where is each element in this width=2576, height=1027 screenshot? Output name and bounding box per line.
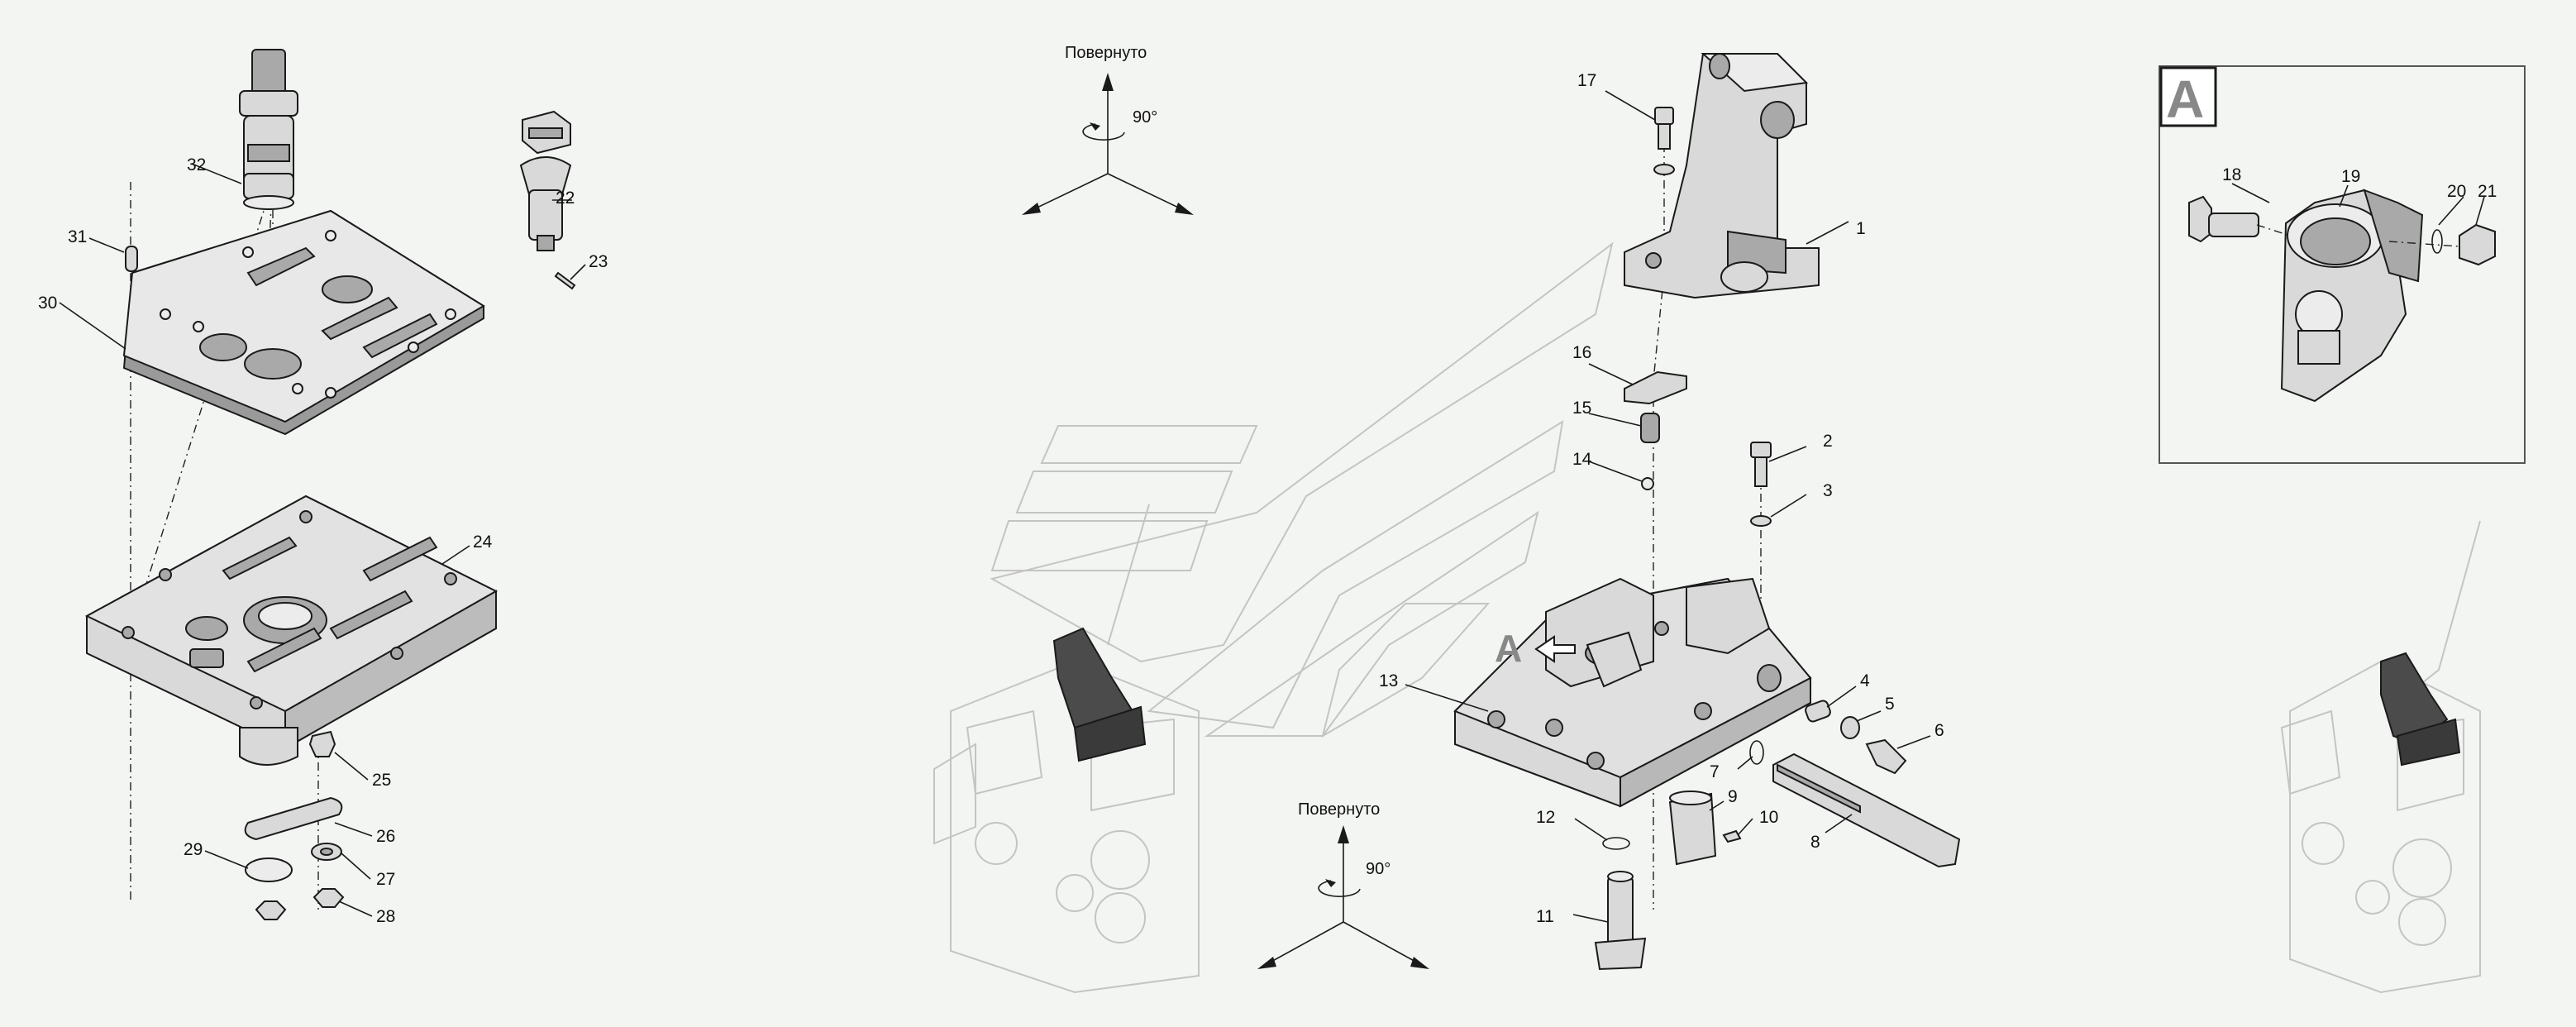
callout-27: 27 xyxy=(376,870,395,889)
callout-24: 24 xyxy=(473,533,493,552)
callout-23: 23 xyxy=(589,252,608,271)
callout-2: 2 xyxy=(1823,432,1833,451)
part-30-gasket xyxy=(122,209,485,436)
rotation-labels: Повернуто 90° Повернуто 90° xyxy=(1065,44,1391,878)
part-8-rack xyxy=(1772,752,1961,868)
callout-12: 12 xyxy=(1536,808,1555,827)
part-4-plug xyxy=(1805,700,1831,723)
callout-17: 17 xyxy=(1577,71,1596,90)
ghost-chassis-outline xyxy=(933,241,1614,994)
washer-hole xyxy=(320,848,333,856)
callout-22: 22 xyxy=(556,189,575,208)
callout-8: 8 xyxy=(1810,833,1820,852)
callout-21: 21 xyxy=(2478,182,2497,201)
rotation-label-bottom: Повернуто xyxy=(1298,800,1380,819)
left-assembly xyxy=(59,49,586,920)
detail-letter-box xyxy=(2159,66,2217,127)
part-2-bolt xyxy=(1750,442,1772,487)
callout-10: 10 xyxy=(1759,808,1778,827)
callout-1: 1 xyxy=(1856,219,1866,238)
callout-5: 5 xyxy=(1885,695,1895,714)
callout-6: 6 xyxy=(1934,721,1944,740)
part-23-pin xyxy=(554,271,576,290)
part-29-plate xyxy=(245,857,293,882)
part-21-nut xyxy=(2459,223,2496,266)
detail-frame xyxy=(2159,65,2526,464)
callout-28: 28 xyxy=(376,907,395,926)
detail-letter: A xyxy=(2166,69,2204,129)
part-15-spring xyxy=(1640,413,1660,443)
rotation-label-top: Повернуто xyxy=(1065,44,1147,62)
part-26-lever xyxy=(244,796,343,841)
callout-32: 32 xyxy=(187,155,206,174)
leader-lines xyxy=(2231,183,2485,226)
callout-15: 15 xyxy=(1572,399,1591,418)
part-10-pin xyxy=(1722,829,1742,843)
part-6-screw xyxy=(1865,738,1907,775)
callout-11: 11 xyxy=(1536,907,1554,926)
part-22-valve xyxy=(519,110,572,251)
part-7-ring xyxy=(1749,740,1764,765)
view-marker-letter: A xyxy=(1495,627,1522,670)
rotation-angle-top: 90° xyxy=(1133,108,1157,127)
callout-30: 30 xyxy=(38,294,57,313)
callout-31: 31 xyxy=(68,227,87,246)
part-11-shaft xyxy=(1594,871,1647,971)
part-18-bolt xyxy=(2188,195,2259,243)
part-24-valve-block xyxy=(84,494,499,766)
ghost-highlighted-lever xyxy=(1052,627,1147,762)
part-16-gasket xyxy=(1624,370,1687,405)
callout-29: 29 xyxy=(184,840,203,859)
callout-25: 25 xyxy=(372,771,391,790)
callout-4: 4 xyxy=(1860,671,1870,690)
part-17-screw xyxy=(1653,107,1675,175)
part-25-plug xyxy=(308,730,336,757)
part-32-valve xyxy=(239,49,298,210)
middle-assembly: A xyxy=(1405,53,1961,971)
part-5-ring xyxy=(1840,716,1860,739)
part-29-nut xyxy=(255,900,287,920)
part-3-washer xyxy=(1750,515,1772,527)
part-31-pin xyxy=(125,246,138,272)
part-9-sleeve xyxy=(1668,791,1717,866)
callout-18: 18 xyxy=(2222,165,2241,184)
ghost-gearbox-right xyxy=(2280,520,2481,994)
callout-19: 19 xyxy=(2341,167,2360,186)
part-19-lever-clamp xyxy=(2280,189,2424,403)
rotation-indicator-bottom xyxy=(1257,825,1429,969)
leader-lines xyxy=(1405,90,1931,923)
callout-numbers: 1 2 3 4 5 6 7 8 9 10 11 12 13 14 15 16 1… xyxy=(38,71,2497,926)
detail-view-a: A xyxy=(2159,65,2526,464)
part-14-ball xyxy=(1641,477,1654,490)
callout-7: 7 xyxy=(1710,762,1720,781)
callout-3: 3 xyxy=(1823,481,1833,500)
part-1-bracket xyxy=(1624,53,1820,299)
part-20-washer xyxy=(2431,229,2443,254)
rotation-angle-bottom: 90° xyxy=(1366,860,1391,878)
callout-14: 14 xyxy=(1572,450,1592,469)
view-marker-a: A xyxy=(1495,627,1576,670)
part-28-nut xyxy=(312,888,345,908)
part-12-ring xyxy=(1602,837,1630,850)
leader-lines xyxy=(59,163,586,917)
part-13-housing xyxy=(1453,577,1812,808)
callout-9: 9 xyxy=(1728,787,1738,806)
callout-16: 16 xyxy=(1572,343,1591,362)
callout-20: 20 xyxy=(2447,182,2466,201)
callout-13: 13 xyxy=(1379,671,1398,690)
callout-26: 26 xyxy=(376,827,395,846)
rotation-indicator-top xyxy=(1022,73,1194,215)
